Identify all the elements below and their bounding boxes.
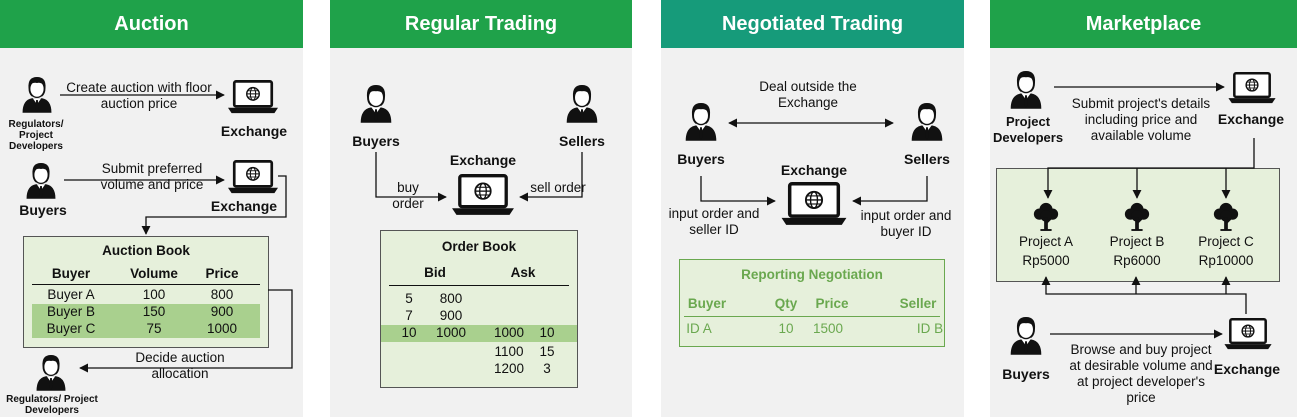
regular-exchange-label: Exchange <box>449 152 517 168</box>
negotiated-panel: Negotiated Trading Deal outside the Exch… <box>661 0 964 417</box>
regulators-bottom-label: Regulators/ Project Developers <box>6 394 98 416</box>
buy-order-arrow <box>375 152 447 202</box>
market-exchange-label-bottom: Exchange <box>1213 361 1281 377</box>
input-right-label: input order and buyer ID <box>860 208 952 239</box>
marketplace-header: Marketplace <box>990 0 1297 48</box>
project-a-name: Project A <box>1018 234 1074 249</box>
project-c-price: Rp10000 <box>1198 253 1254 268</box>
negotiated-background <box>661 48 964 417</box>
table-row: 5 800 <box>405 291 463 306</box>
exchange-to-book-arrow <box>141 175 287 235</box>
input-left-label: input order and seller ID <box>668 206 760 237</box>
exchange-label-1: Exchange <box>220 123 288 139</box>
browse-buy-label: Browse and buy project at desirable volu… <box>1069 342 1213 405</box>
order-book-header-row: Bid Ask <box>424 265 536 280</box>
regular-buyers-label: Buyers <box>352 133 400 149</box>
reporting-header-row: Buyer Qty Price Seller <box>687 296 937 311</box>
reporting-divider <box>684 316 940 317</box>
order-book-divider <box>389 285 569 286</box>
negotiated-sellers-label: Sellers <box>904 151 950 167</box>
project-b-price: Rp6000 <box>1113 253 1161 268</box>
project-b-name: Project B <box>1109 234 1165 249</box>
auction-arrows <box>60 90 293 373</box>
negotiated-buyers-label: Buyers <box>677 151 725 167</box>
seller-input-arrow <box>852 176 928 206</box>
submit-details-label: Submit project's details including price… <box>1071 96 1211 143</box>
buy-order-label: buy order <box>392 180 424 211</box>
order-book-title: Order Book <box>441 239 517 254</box>
auction-book-title: Auction Book <box>102 243 190 258</box>
decide-arrow <box>79 289 293 373</box>
regular-panel: Regular Trading Buyers Sellers Exchange … <box>330 0 632 417</box>
table-row: 1100 15 <box>494 344 555 359</box>
deal-outside-label: Deal outside the Exchange <box>759 79 857 110</box>
project-c-name: Project C <box>1198 234 1254 249</box>
table-row: Buyer B 150 900 <box>32 304 260 321</box>
auction-panel: Auction Regulators/ Project Developers C… <box>0 0 303 417</box>
table-row: ID A 10 1500 ID B <box>686 321 944 336</box>
create-auction-label: Create auction with floor auction price <box>66 80 212 111</box>
marketplace-panel: Marketplace Project Developers Submit pr… <box>990 0 1297 417</box>
auction-header: Auction <box>0 0 303 48</box>
marketplace-arrows <box>1041 82 1255 339</box>
market-exchange-label-top: Exchange <box>1217 111 1285 127</box>
reporting-negotiation-box: Reporting Negotiation Buyer Qty Price Se… <box>679 259 945 347</box>
sell-order-arrow <box>519 152 583 202</box>
regulators-top-label: Regulators/ Project Developers <box>8 119 64 152</box>
buy-project-a-arrow <box>1041 276 1247 314</box>
regular-header: Regular Trading <box>330 0 632 48</box>
negotiated-exchange-label: Exchange <box>780 162 848 178</box>
market-buyers-label: Buyers <box>1002 366 1050 382</box>
table-row: Buyer C 75 1000 <box>32 321 260 338</box>
negotiated-header: Negotiated Trading <box>661 0 964 48</box>
exchange-to-projects-arrow <box>1043 138 1255 199</box>
decide-allocation-label: Decide auction allocation <box>135 350 225 381</box>
reporting-title: Reporting Negotiation <box>741 267 883 282</box>
auction-book: Auction Book Buyer Volume Price Buyer A … <box>23 236 269 348</box>
regular-arrows <box>375 152 583 202</box>
table-row: Buyer A 100 800 <box>47 287 234 302</box>
submit-preferred-label: Submit preferred volume and price <box>100 161 204 192</box>
order-book: Order Book Bid Ask 5 800 7 900 10 1000 1… <box>380 230 578 388</box>
auction-book-divider <box>32 284 260 285</box>
auction-book-header-row: Buyer Volume Price <box>51 266 239 281</box>
exchange-label-2: Exchange <box>210 198 278 214</box>
buyer-input-arrow <box>700 176 776 206</box>
table-row: 10 1000 1000 10 <box>381 325 577 342</box>
developers-label: Project Developers <box>992 114 1064 145</box>
sell-order-label: sell order <box>530 180 586 195</box>
regular-sellers-label: Sellers <box>559 133 605 149</box>
table-row: 7 900 <box>405 308 463 323</box>
negotiated-arrows <box>700 118 928 206</box>
table-row: 1200 3 <box>493 361 551 376</box>
project-a-price: Rp5000 <box>1022 253 1070 268</box>
auction-buyers-label: Buyers <box>19 202 67 218</box>
